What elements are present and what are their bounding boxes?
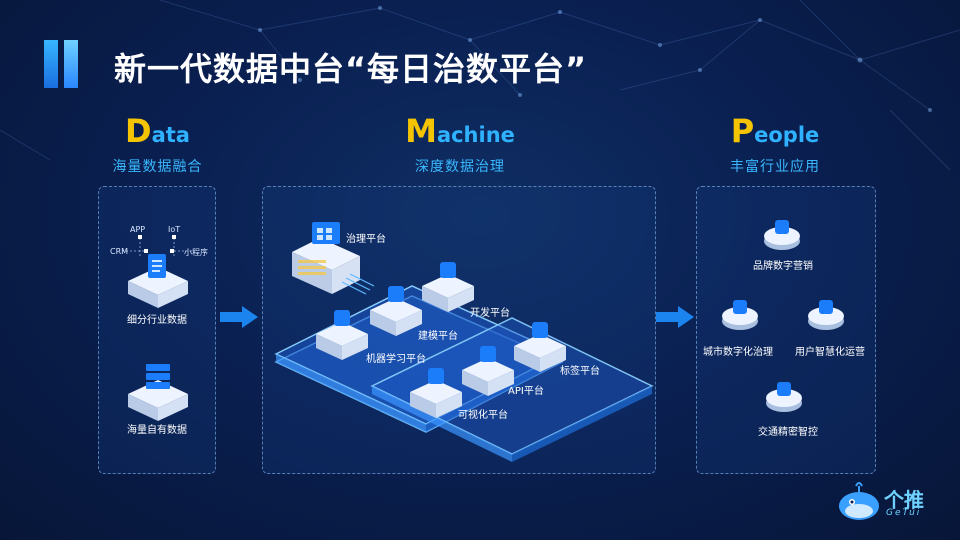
dev-platform-label: 开发平台 xyxy=(470,308,510,319)
people-panel xyxy=(696,186,876,474)
traffic-control-icon xyxy=(766,382,802,412)
page-title: 新一代数据中台“每日治数平台” xyxy=(114,50,588,88)
source-crm-label: CRM xyxy=(110,247,129,256)
people-heading: People 丰富行业应用 xyxy=(700,112,850,176)
arrow-data-to-machine xyxy=(220,306,258,328)
ml-platform-label: 机器学习平台 xyxy=(366,354,426,365)
viz-platform-cube xyxy=(410,368,462,418)
data-heading-rest: ata xyxy=(151,123,190,147)
block-industry-data-label: 细分行业数据 xyxy=(127,315,187,326)
data-panel xyxy=(98,186,216,474)
brand-marketing-label: 品牌数字营销 xyxy=(753,261,813,272)
logo-subtext: GeTui xyxy=(886,508,922,518)
logo-text: 个推 xyxy=(884,488,924,512)
user-ops-icon xyxy=(808,300,844,330)
source-iot-label: IoT xyxy=(168,225,181,234)
ml-platform-cube xyxy=(316,310,368,360)
machine-heading-cap: M xyxy=(405,112,437,150)
modeling-platform-label: 建模平台 xyxy=(418,331,458,342)
tag-platform-label: 标签平台 xyxy=(560,366,600,377)
user-ops-label: 用户智慧化运营 xyxy=(795,347,865,358)
data-subtitle: 海量数据融合 xyxy=(112,159,203,175)
dev-platform-cube xyxy=(422,262,474,312)
traffic-control-label: 交通精密智控 xyxy=(758,427,818,438)
block-own-data-label: 海量自有数据 xyxy=(127,425,187,436)
people-heading-cap: P xyxy=(730,112,755,150)
city-governance-icon xyxy=(722,300,758,330)
governance-platform-label: 治理平台 xyxy=(346,234,386,245)
getui-whale-logo xyxy=(839,482,879,520)
arrow-machine-to-people xyxy=(656,306,694,328)
people-heading-rest: eople xyxy=(754,123,820,147)
api-platform-label: API平台 xyxy=(508,386,544,397)
people-panel-graphics xyxy=(722,220,844,412)
machine-subtitle: 深度数据治理 xyxy=(415,159,505,175)
machine-heading: Machine 深度数据治理 xyxy=(380,112,540,176)
source-app-label: APP xyxy=(130,225,146,234)
city-governance-label: 城市数字化治理 xyxy=(703,347,773,358)
tag-platform-cube xyxy=(514,322,566,372)
machine-panel-graphics xyxy=(274,222,654,462)
data-heading-cap: D xyxy=(125,112,152,150)
viz-platform-label: 可视化平台 xyxy=(458,410,508,421)
title-accent-bar-2 xyxy=(64,40,78,88)
machine-heading-rest: achine xyxy=(436,123,515,147)
brand-marketing-icon xyxy=(764,220,800,250)
data-panel-graphics xyxy=(122,235,192,421)
api-platform-cube xyxy=(462,346,514,396)
source-miniprogram-label: 小程序 xyxy=(184,248,208,257)
data-heading: Data 海量数据融合 xyxy=(100,112,215,176)
people-subtitle: 丰富行业应用 xyxy=(730,159,820,175)
title-accent-bar xyxy=(44,40,58,88)
modeling-platform-cube xyxy=(370,286,422,336)
